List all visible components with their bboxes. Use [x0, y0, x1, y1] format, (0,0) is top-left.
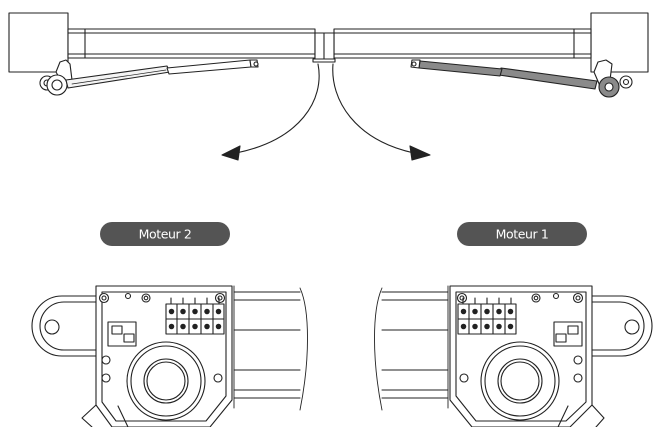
gate-top-view: [8, 12, 649, 98]
arrow-left-head: [221, 145, 241, 161]
motor-1-label: Moteur 1: [496, 227, 549, 242]
arrow-left-path: [235, 63, 320, 154]
left-gate-leaf: [67, 28, 316, 59]
motor-2-label: Moteur 2: [139, 227, 192, 242]
right-actuator-arm: [410, 59, 633, 98]
label-motor-1: Moteur 1: [457, 222, 587, 246]
motor-2-tube: [233, 291, 301, 399]
left-pillar: [8, 12, 69, 73]
motor-2-connector: [107, 321, 137, 347]
motor-1-bracket: [591, 295, 653, 357]
motor-1-tube: [381, 291, 449, 399]
motor-2-rotor: [126, 341, 206, 421]
motor-1-terminal-block: [457, 297, 517, 335]
label-motor-2: Moteur 2: [100, 222, 230, 246]
motor-2-bracket-hole: [44, 319, 60, 335]
opening-arrows: [221, 63, 431, 161]
arrow-right-head: [409, 145, 431, 161]
arrow-right-path: [332, 63, 415, 154]
left-actuator-arm: [39, 59, 259, 96]
motor-1-bracket-hole: [624, 319, 640, 335]
motor-1-rotor: [480, 341, 560, 421]
motor-1-connector: [553, 321, 583, 347]
right-gate-leaf: [333, 28, 592, 59]
motor-1-unit: [374, 285, 653, 427]
motor-2-terminal-block: [165, 297, 225, 335]
motor-2-unit: [31, 285, 308, 427]
motor-2-bracket: [31, 295, 97, 357]
